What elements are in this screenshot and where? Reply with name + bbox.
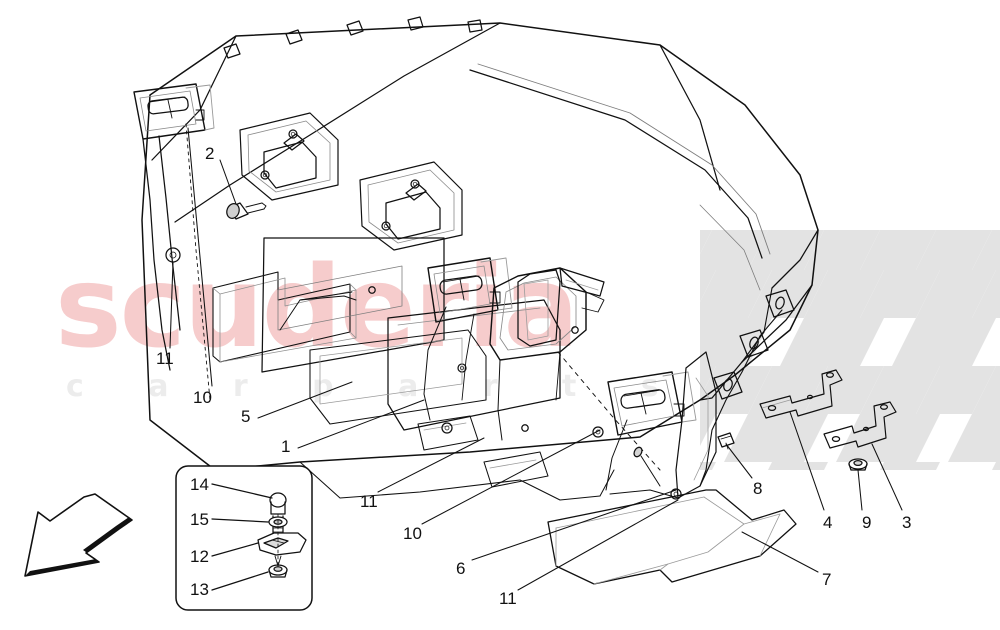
inset-callout-15: 15 [190, 510, 209, 529]
callout-3: 3 [902, 513, 912, 532]
left-upper-latch [133, 83, 215, 371]
callout-5: 5 [241, 407, 251, 426]
shelf-speaker-recess-2 [359, 161, 463, 251]
body-eyelets [368, 286, 682, 500]
callout-11-left: 11 [156, 349, 174, 368]
inset-callout-12: 12 [190, 547, 209, 566]
callout-4: 4 [823, 513, 833, 532]
callout-11-bottom: 11 [499, 589, 517, 608]
trim-panel-6 [387, 299, 561, 431]
nut-item-9 [848, 458, 868, 471]
bracket-item-4 [759, 369, 843, 419]
callout-2: 2 [205, 144, 215, 163]
callout-7: 7 [822, 570, 832, 589]
right-lower-latch [605, 371, 697, 491]
shelf-top-tabs [223, 16, 483, 59]
fastener-detail-inset-box [175, 465, 313, 611]
insulation-panel-7 [547, 489, 797, 585]
callout-6: 6 [456, 559, 466, 578]
inset-callout-14: 14 [190, 475, 209, 494]
bracket-item-3 [823, 401, 897, 449]
insulation-pad-5 [212, 271, 357, 363]
callout-1: 1 [281, 437, 291, 456]
inset-callout-13: 13 [190, 580, 209, 599]
callout-11-center: 11 [360, 492, 378, 511]
right-side-rail [675, 289, 795, 499]
callout-8: 8 [753, 479, 763, 498]
shelf-lower-flanges [299, 415, 679, 501]
shelf-speaker-recess-1 [239, 112, 339, 201]
long-screw-body [633, 446, 661, 487]
orientation-arrow [24, 493, 133, 577]
callout-9: 9 [862, 513, 872, 532]
center-latch-a [423, 257, 513, 421]
callout-10-center: 10 [403, 524, 422, 543]
inset-clip-plate-12 [257, 532, 307, 556]
callout-leader-lines [169, 127, 903, 591]
callout-10-left: 10 [193, 388, 212, 407]
center-latch-b [489, 267, 605, 441]
screw-item-2 [226, 202, 267, 220]
clip-item-8 [717, 432, 735, 450]
